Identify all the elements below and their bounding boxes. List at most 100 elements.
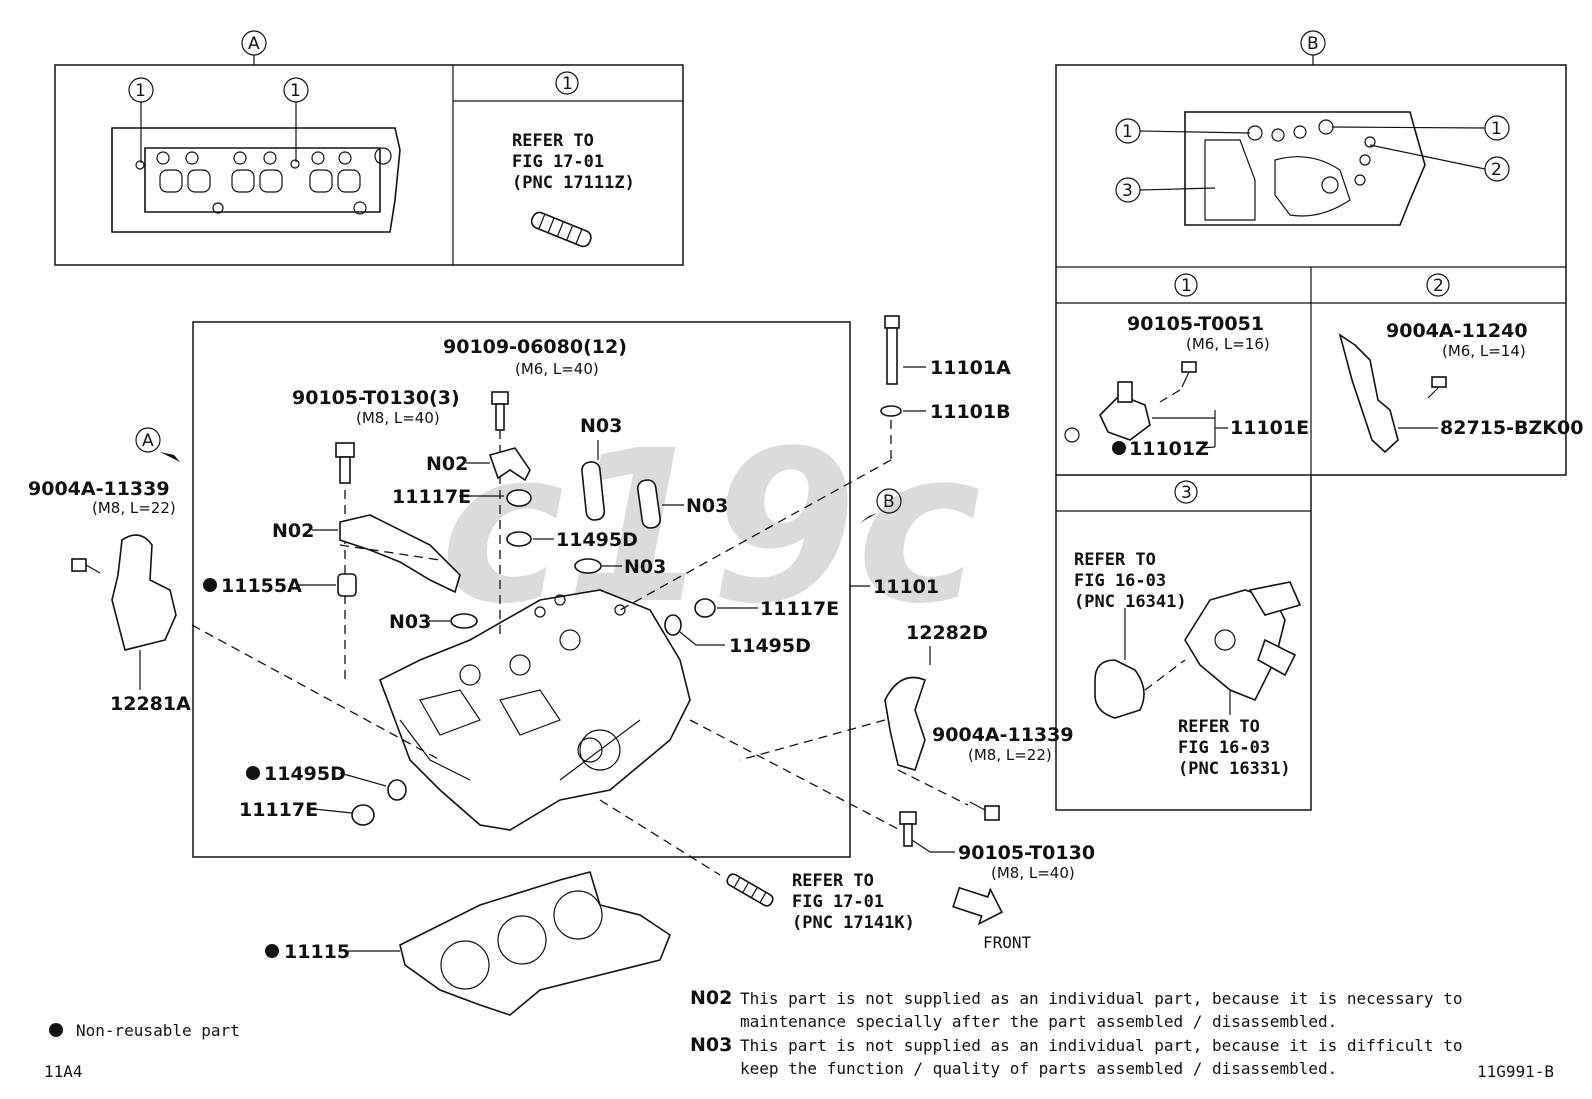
label-11117E-left: 11117E	[239, 799, 318, 821]
view-a-arrow-callout: A	[142, 431, 154, 451]
dowel-pin-icon	[337, 573, 357, 597]
footer-figure-code: 11G991-B	[1477, 1062, 1554, 1081]
detail-1-ref-line1: REFER TO	[512, 131, 594, 151]
label-n03-b: N03	[686, 495, 728, 517]
label-11101Z: 11101Z	[1129, 438, 1209, 460]
legend-non-reusable: Non-reusable part	[76, 1021, 240, 1040]
view-b-callout: B	[1307, 34, 1319, 54]
cap-bolt-m6-icon	[491, 391, 509, 431]
label-9004A-11240: 9004A-11240	[1386, 320, 1528, 342]
non-reusable-mark	[265, 944, 279, 958]
cylinder-head-icon	[378, 589, 691, 831]
head-gasket-icon	[399, 871, 671, 1016]
label-11117E-top: 11117E	[392, 486, 471, 508]
label-9004A-11339-right: 9004A-11339	[932, 724, 1074, 746]
label-11101A: 11101A	[930, 357, 1011, 379]
camshaft-cap-small-icon	[488, 447, 531, 482]
label-9004A-11339-left: 9004A-11339	[28, 478, 170, 500]
panel-b: B 1 1 2 3	[1055, 30, 1583, 811]
label-90105-T0051: 90105-T0051	[1127, 313, 1264, 335]
spec-90109-06080: (M6, L=40)	[515, 360, 599, 378]
spec-9004A-11240: (M6, L=14)	[1442, 342, 1526, 360]
head-bolt-washer-icon	[880, 405, 902, 417]
bracket-bolt-icon	[1427, 376, 1447, 399]
label-11101: 11101	[873, 576, 939, 598]
label-n03-a: N03	[580, 415, 622, 437]
engine-hanger-right-icon	[884, 676, 926, 771]
stud-ref-line2: FIG 17-01	[792, 892, 884, 912]
spark-plug-tube-b-icon	[636, 479, 662, 529]
detail-1-ref-line2: FIG 17-01	[512, 152, 604, 172]
label-11101B: 11101B	[930, 401, 1011, 423]
spec-90105-T0130-3: (M8, L=40)	[356, 409, 440, 427]
note-n02-line2: maintenance specially after the part ass…	[740, 1012, 1337, 1031]
label-90105-T0130-3: 90105-T0130(3)	[292, 387, 460, 409]
note-n02-code: N02	[690, 987, 732, 1009]
oring-11495D-right-icon	[664, 614, 682, 636]
detail-1-marker-a: 1	[135, 81, 146, 101]
cylinder-head-end-view: 1 1 2 3	[1115, 111, 1510, 226]
notes: N02 This part is not supplied as an indi…	[690, 987, 1462, 1078]
label-n02-upper: N02	[426, 453, 468, 475]
stud-ref-line3: (PNC 17141K)	[792, 913, 915, 933]
sensor-bolt-icon	[1181, 361, 1197, 388]
non-reusable-mark	[1112, 441, 1126, 455]
label-n03-d: N03	[389, 611, 431, 633]
bolt-90105-T0130-icon	[899, 811, 917, 847]
head-bolt-icon	[884, 315, 900, 385]
view-b-arrow-callout: B	[883, 492, 895, 512]
oring-11495D-top-icon	[506, 531, 532, 547]
exhaust-stud-icon	[726, 873, 774, 907]
non-reusable-mark	[246, 766, 260, 780]
oring-11495D-left-icon	[387, 779, 407, 801]
cam-position-sensor-icon	[1064, 381, 1151, 443]
gasket-icon	[1094, 659, 1145, 719]
label-90109-06080: 90109-06080(12)	[443, 336, 627, 358]
non-reusable-mark	[203, 578, 217, 592]
view-a-callout: A	[248, 34, 260, 54]
thermostat-housing-icon	[1184, 581, 1302, 702]
view-b-marker-1b: 1	[1491, 119, 1502, 139]
detail-b3-right-ref-line3: (PNC 16331)	[1178, 759, 1291, 779]
label-11495D-right: 11495D	[729, 635, 811, 657]
detail-b3-callout: 3	[1181, 483, 1192, 503]
seal-11117E-left-icon	[351, 804, 375, 826]
bracket-bolt-left-icon	[71, 558, 101, 574]
spark-plug-tube-a-icon	[581, 461, 606, 521]
detail-1-ref-line3: (PNC 17111Z)	[512, 173, 635, 193]
view-b-marker-1a: 1	[1122, 122, 1133, 142]
label-90105-T0130: 90105-T0130	[958, 842, 1095, 864]
label-n02-lower: N02	[272, 520, 314, 542]
detail-b3-right-ref-line1: REFER TO	[1178, 717, 1260, 737]
non-reusable-legend-mark	[49, 1023, 63, 1037]
note-n03-line2: keep the function / quality of parts ass…	[740, 1059, 1337, 1078]
stud-ref-line1: REFER TO	[792, 871, 874, 891]
label-11117E-right: 11117E	[760, 598, 839, 620]
plug-seal-b-icon	[450, 613, 478, 629]
spec-90105-T0130: (M8, L=40)	[991, 864, 1075, 882]
seal-11117E-right-icon	[694, 598, 716, 618]
detail-b3-left-ref-line2: FIG 16-03	[1074, 571, 1166, 591]
main-assembly: A B 11101A 11101B 11101	[28, 315, 1095, 1016]
detail-1-marker-b: 1	[290, 81, 301, 101]
view-b-marker-3: 3	[1122, 181, 1133, 201]
front-arrow-icon	[952, 886, 1003, 926]
note-n03-code: N03	[690, 1034, 732, 1056]
detail-b1-callout: 1	[1181, 276, 1192, 296]
engine-hanger-left-icon	[111, 534, 177, 651]
label-12282D: 12282D	[906, 622, 988, 644]
bracket-icon	[1338, 333, 1399, 454]
label-n03-c: N03	[624, 556, 666, 578]
spec-9004A-11339-left: (M8, L=22)	[92, 499, 176, 517]
detail-b3-right-ref-line2: FIG 16-03	[1178, 738, 1270, 758]
detail-1-callout: 1	[562, 74, 573, 94]
footer-page-code: 11A4	[44, 1062, 83, 1081]
seal-11117E-top-icon	[506, 489, 532, 507]
spec-9004A-11339-right: (M8, L=22)	[968, 746, 1052, 764]
label-11155A: 11155A	[221, 575, 302, 597]
label-11495D-top: 11495D	[556, 529, 638, 551]
view-b-marker-2: 2	[1491, 160, 1502, 180]
note-n03-line1: This part is not supplied as an individu…	[740, 1036, 1462, 1055]
plug-seal-a-icon	[574, 558, 602, 574]
